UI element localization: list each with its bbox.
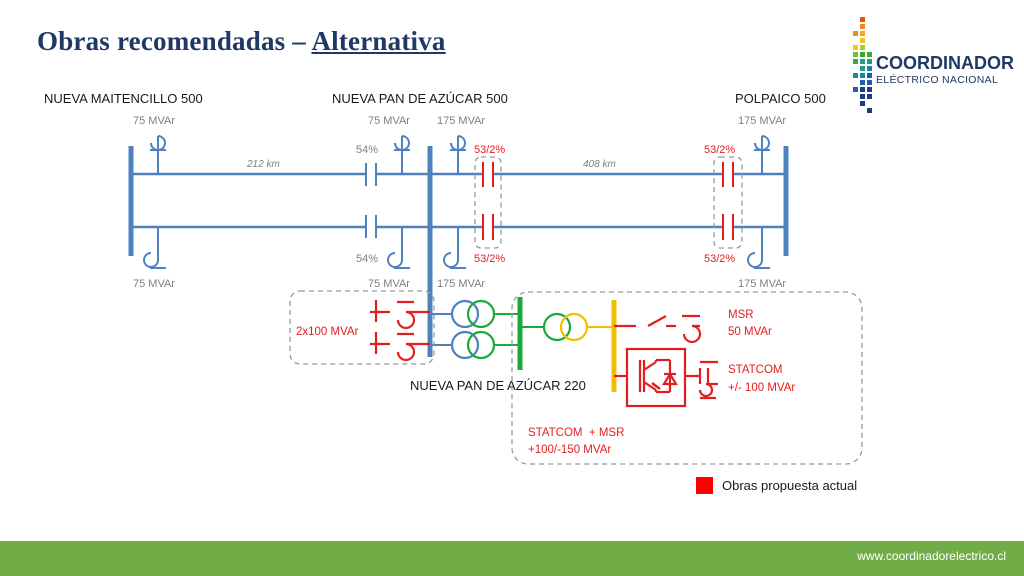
title-prefix: Obras recomendadas – <box>37 26 312 56</box>
reactor-pan-azucar-right-top-icon <box>450 135 466 174</box>
footer-bar <box>0 541 1024 576</box>
coordinador-logo: COORDINADOR ELÉCTRICO NACIONAL <box>853 17 1014 113</box>
statcom-msr-rating: +100/-150 MVAr <box>528 444 611 456</box>
transformer-3-secondary <box>559 312 589 342</box>
proposed-reactors-500-label: 2x100 MVAr <box>296 326 359 338</box>
transformer-3-primary <box>542 312 572 342</box>
bus-label-pan-azucar-220: NUEVA PAN DE AZÚCAR 220 <box>410 378 586 393</box>
compensation-existing-bottom: 54% <box>356 253 378 265</box>
reactor-maitencillo-top-icon <box>150 135 166 174</box>
reactor-pan-azucar-left-top-icon <box>394 135 410 174</box>
statcom-label: STATCOM <box>728 364 783 376</box>
proposed-capacitor-box-left <box>474 156 502 249</box>
transformer-2-secondary <box>466 330 496 360</box>
slide-title: Obras recomendadas – Alternativa <box>37 26 446 57</box>
series-capacitor-new-right-bottom <box>722 214 734 240</box>
series-capacitor-existing-bottom <box>365 215 377 238</box>
bus-label-maitencillo: NUEVA MAITENCILLO 500 <box>44 91 203 106</box>
proposed-reactors-box <box>289 290 435 365</box>
proposed-reactor-500-2-icon <box>370 332 430 362</box>
proposed-reactor-500-1-icon <box>370 300 430 330</box>
series-capacitor-new-left-bottom <box>482 214 494 240</box>
compensation-existing-top: 54% <box>356 144 378 156</box>
reactor-label-maitencillo-bottom: 75 MVAr <box>133 278 175 290</box>
compensation-new-right-bottom: 53/2% <box>704 253 735 265</box>
transformer-2-primary <box>450 330 480 360</box>
compensation-new-right-top: 53/2% <box>704 144 735 156</box>
reactor-polpaico-top-icon <box>754 135 770 174</box>
statcom-rating: +/- 100 MVAr <box>728 382 795 394</box>
logo-name: COORDINADOR <box>876 53 1014 73</box>
series-capacitor-existing-top <box>365 163 377 186</box>
legend-swatch <box>696 477 713 494</box>
reactor-label-pan-azucar-right-bottom: 175 MVAr <box>437 278 485 290</box>
reactor-label-polpaico-top: 175 MVAr <box>738 115 786 127</box>
reactor-label-pan-azucar-left-top: 75 MVAr <box>368 115 410 127</box>
bus-label-polpaico: POLPAICO 500 <box>735 91 826 106</box>
reactor-maitencillo-bottom-icon <box>143 227 166 269</box>
msr-rating: 50 MVAr <box>728 326 772 338</box>
statcom-msr-label: STATCOM + MSR <box>528 427 624 439</box>
footer-url[interactable]: www.coordinadorelectrico.cl <box>857 549 1006 563</box>
msr-switched-reactor-icon <box>614 314 702 344</box>
compensation-new-left-top: 53/2% <box>474 144 505 156</box>
statcom-converter-icon <box>614 347 718 408</box>
reactor-label-maitencillo-top: 75 MVAr <box>133 115 175 127</box>
reactor-polpaico-bottom-icon <box>747 227 770 269</box>
proposed-statcom-msr-box <box>511 291 863 465</box>
series-capacitor-new-right-top <box>722 162 734 187</box>
msr-label: MSR <box>728 309 754 321</box>
bus-label-pan-azucar-500: NUEVA PAN DE AZÚCAR 500 <box>332 91 508 106</box>
transformer-1-secondary <box>466 299 496 329</box>
logo-subtitle: ELÉCTRICO NACIONAL <box>876 73 998 86</box>
reactor-pan-azucar-right-bottom-icon <box>443 227 466 269</box>
series-capacitor-new-left-top <box>482 162 494 187</box>
proposed-capacitor-box-right <box>713 156 743 249</box>
reactor-label-pan-azucar-right-top: 175 MVAr <box>437 115 485 127</box>
reactor-label-polpaico-bottom: 175 MVAr <box>738 278 786 290</box>
legend-label: Obras propuesta actual <box>722 478 857 493</box>
distance-left-segment: 212 km <box>246 159 280 170</box>
reactor-pan-azucar-left-bottom-icon <box>387 227 410 269</box>
reactor-label-pan-azucar-left-bottom: 75 MVAr <box>368 278 410 290</box>
transformer-1-primary <box>450 299 480 329</box>
title-emphasis: Alternativa <box>311 26 446 56</box>
logo-mark-icon <box>853 17 872 113</box>
distance-right-segment: 408 km <box>583 159 616 170</box>
compensation-new-left-bottom: 53/2% <box>474 253 505 265</box>
